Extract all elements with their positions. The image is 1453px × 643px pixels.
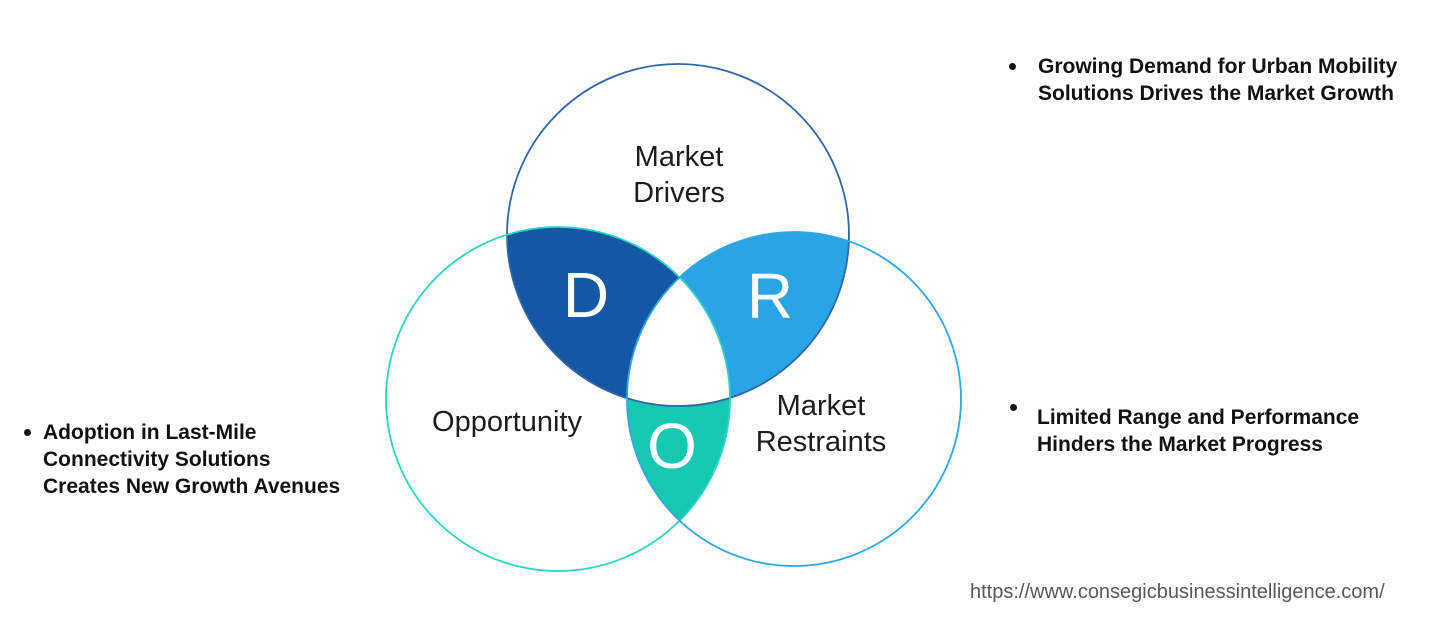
restraints-circle-label: Market Restraints	[756, 388, 887, 460]
bullet-line: Limited Range and Performance	[1037, 406, 1360, 429]
bullet-dot-icon	[1010, 404, 1017, 411]
drivers-circle-label: Market Drivers	[633, 139, 725, 211]
bullet-line: Creates New Growth Avenues	[43, 475, 341, 498]
bullet-line: Solutions Drives the Market Growth	[1038, 82, 1394, 105]
bullet-drivers: Growing Demand for Urban Mobility Soluti…	[1009, 53, 1397, 107]
opportunity-label-line: Opportunity	[432, 406, 582, 438]
opportunity-circle-outline	[385, 226, 731, 572]
letter-r: R	[746, 260, 794, 332]
letter-d: D	[562, 259, 610, 331]
source-url: https://www.consegicbusinessintelligence…	[970, 581, 1385, 603]
restraints-circle-outline	[626, 231, 962, 567]
bullet-opportunity: Adoption in Last-Mile Connectivity Solut…	[24, 419, 340, 500]
bullet-line: Adoption in Last-Mile	[43, 421, 257, 444]
bullet-line: Hinders the Market Progress	[1037, 433, 1323, 456]
restraints-label-line: Restraints	[755, 426, 887, 458]
bullet-dot-icon	[1009, 63, 1016, 70]
bullet-line: Growing Demand for Urban Mobility	[1038, 55, 1398, 78]
bullet-restraints: Limited Range and Performance Hinders th…	[1010, 404, 1359, 458]
opportunity-circle-label: Opportunity	[432, 404, 582, 440]
bullet-line: Connectivity Solutions	[43, 448, 271, 471]
restraints-label-line: Market	[776, 390, 866, 422]
drivers-label-line: Market	[634, 141, 724, 173]
bullet-dot-icon	[24, 429, 31, 436]
letter-o: O	[647, 410, 697, 482]
drivers-label-line: Drivers	[633, 177, 725, 209]
